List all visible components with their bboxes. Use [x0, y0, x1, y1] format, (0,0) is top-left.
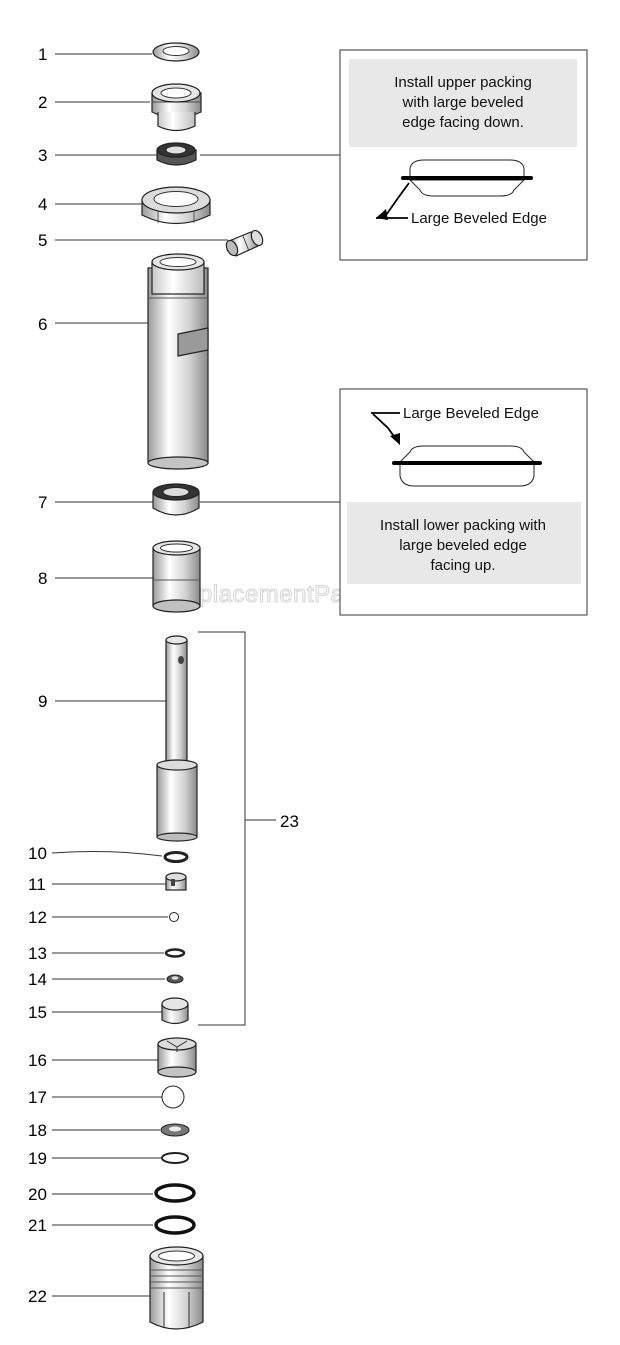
callout-2: 2	[38, 93, 47, 112]
callout-12: 12	[28, 908, 47, 927]
part-22-intake-housing	[149, 1246, 204, 1330]
callout-7: 7	[38, 493, 47, 512]
part-21-o-ring	[154, 1215, 196, 1235]
upper-edge-label: Large Beveled Edge	[411, 210, 547, 227]
part-5-fitting	[225, 229, 264, 257]
part-19-o-ring	[161, 1152, 189, 1164]
part-2-packing-nut	[151, 83, 202, 132]
callout-19: 19	[28, 1149, 47, 1168]
upper-packing-detail-box: Install upper packing with large beveled…	[339, 49, 588, 261]
callout-13: 13	[28, 944, 47, 963]
callout-5: 5	[38, 231, 47, 250]
callout-11: 11	[28, 875, 46, 894]
part-9-displacement-rod	[156, 635, 198, 842]
part-17-ball	[161, 1085, 185, 1109]
upper-note-line-1: Install upper packing	[394, 74, 532, 91]
callout-4: 4	[38, 195, 47, 214]
lower-note-line-2: large beveled edge	[399, 537, 527, 554]
lower-edge-label: Large Beveled Edge	[403, 405, 539, 422]
part-16-foot-valve-housing	[157, 1037, 197, 1078]
part-1-washer	[152, 42, 200, 62]
callout-17: 17	[28, 1088, 47, 1107]
lower-note-line-3: facing up.	[430, 557, 495, 574]
callout-8: 8	[38, 569, 47, 588]
part-7-lower-packing	[152, 483, 200, 516]
callout-23: 23	[280, 812, 299, 831]
callout-numbers: 1 2 3 4 5 6 7 8 9 10 11 12 13 14 15 16 1…	[28, 45, 299, 1306]
leader-lines	[51, 53, 340, 1297]
callout-6: 6	[38, 315, 47, 334]
part-13-o-ring	[164, 948, 186, 958]
upper-note-line-2: with large beveled	[402, 94, 524, 111]
callout-16: 16	[28, 1051, 47, 1070]
part-3-upper-packing	[156, 142, 197, 166]
part-14-seat	[166, 974, 184, 984]
callout-20: 20	[28, 1185, 47, 1204]
part-8-sleeve	[152, 540, 201, 613]
part-18-seat	[160, 1123, 190, 1137]
upper-note-line-3: edge facing down.	[402, 114, 524, 131]
part-10-o-ring	[163, 851, 189, 863]
part-6-cylinder	[147, 253, 209, 470]
callout-14: 14	[28, 970, 47, 989]
callout-9: 9	[38, 692, 47, 711]
lower-note-line-1: Install lower packing with	[380, 517, 546, 534]
callout-18: 18	[28, 1121, 47, 1140]
part-20-o-ring	[154, 1183, 196, 1203]
callout-15: 15	[28, 1003, 47, 1022]
part-15-retainer	[161, 997, 189, 1025]
callout-21: 21	[28, 1216, 47, 1235]
callout-3: 3	[38, 146, 47, 165]
part-4-jam-nut	[141, 186, 211, 224]
lower-packing-detail-box: Large Beveled Edge Install lower packing…	[339, 388, 588, 616]
callout-22: 22	[28, 1287, 47, 1306]
callout-10: 10	[28, 844, 47, 863]
part-12-ball	[169, 912, 179, 922]
callout-1: 1	[38, 45, 47, 64]
part-11-cage	[165, 872, 187, 891]
